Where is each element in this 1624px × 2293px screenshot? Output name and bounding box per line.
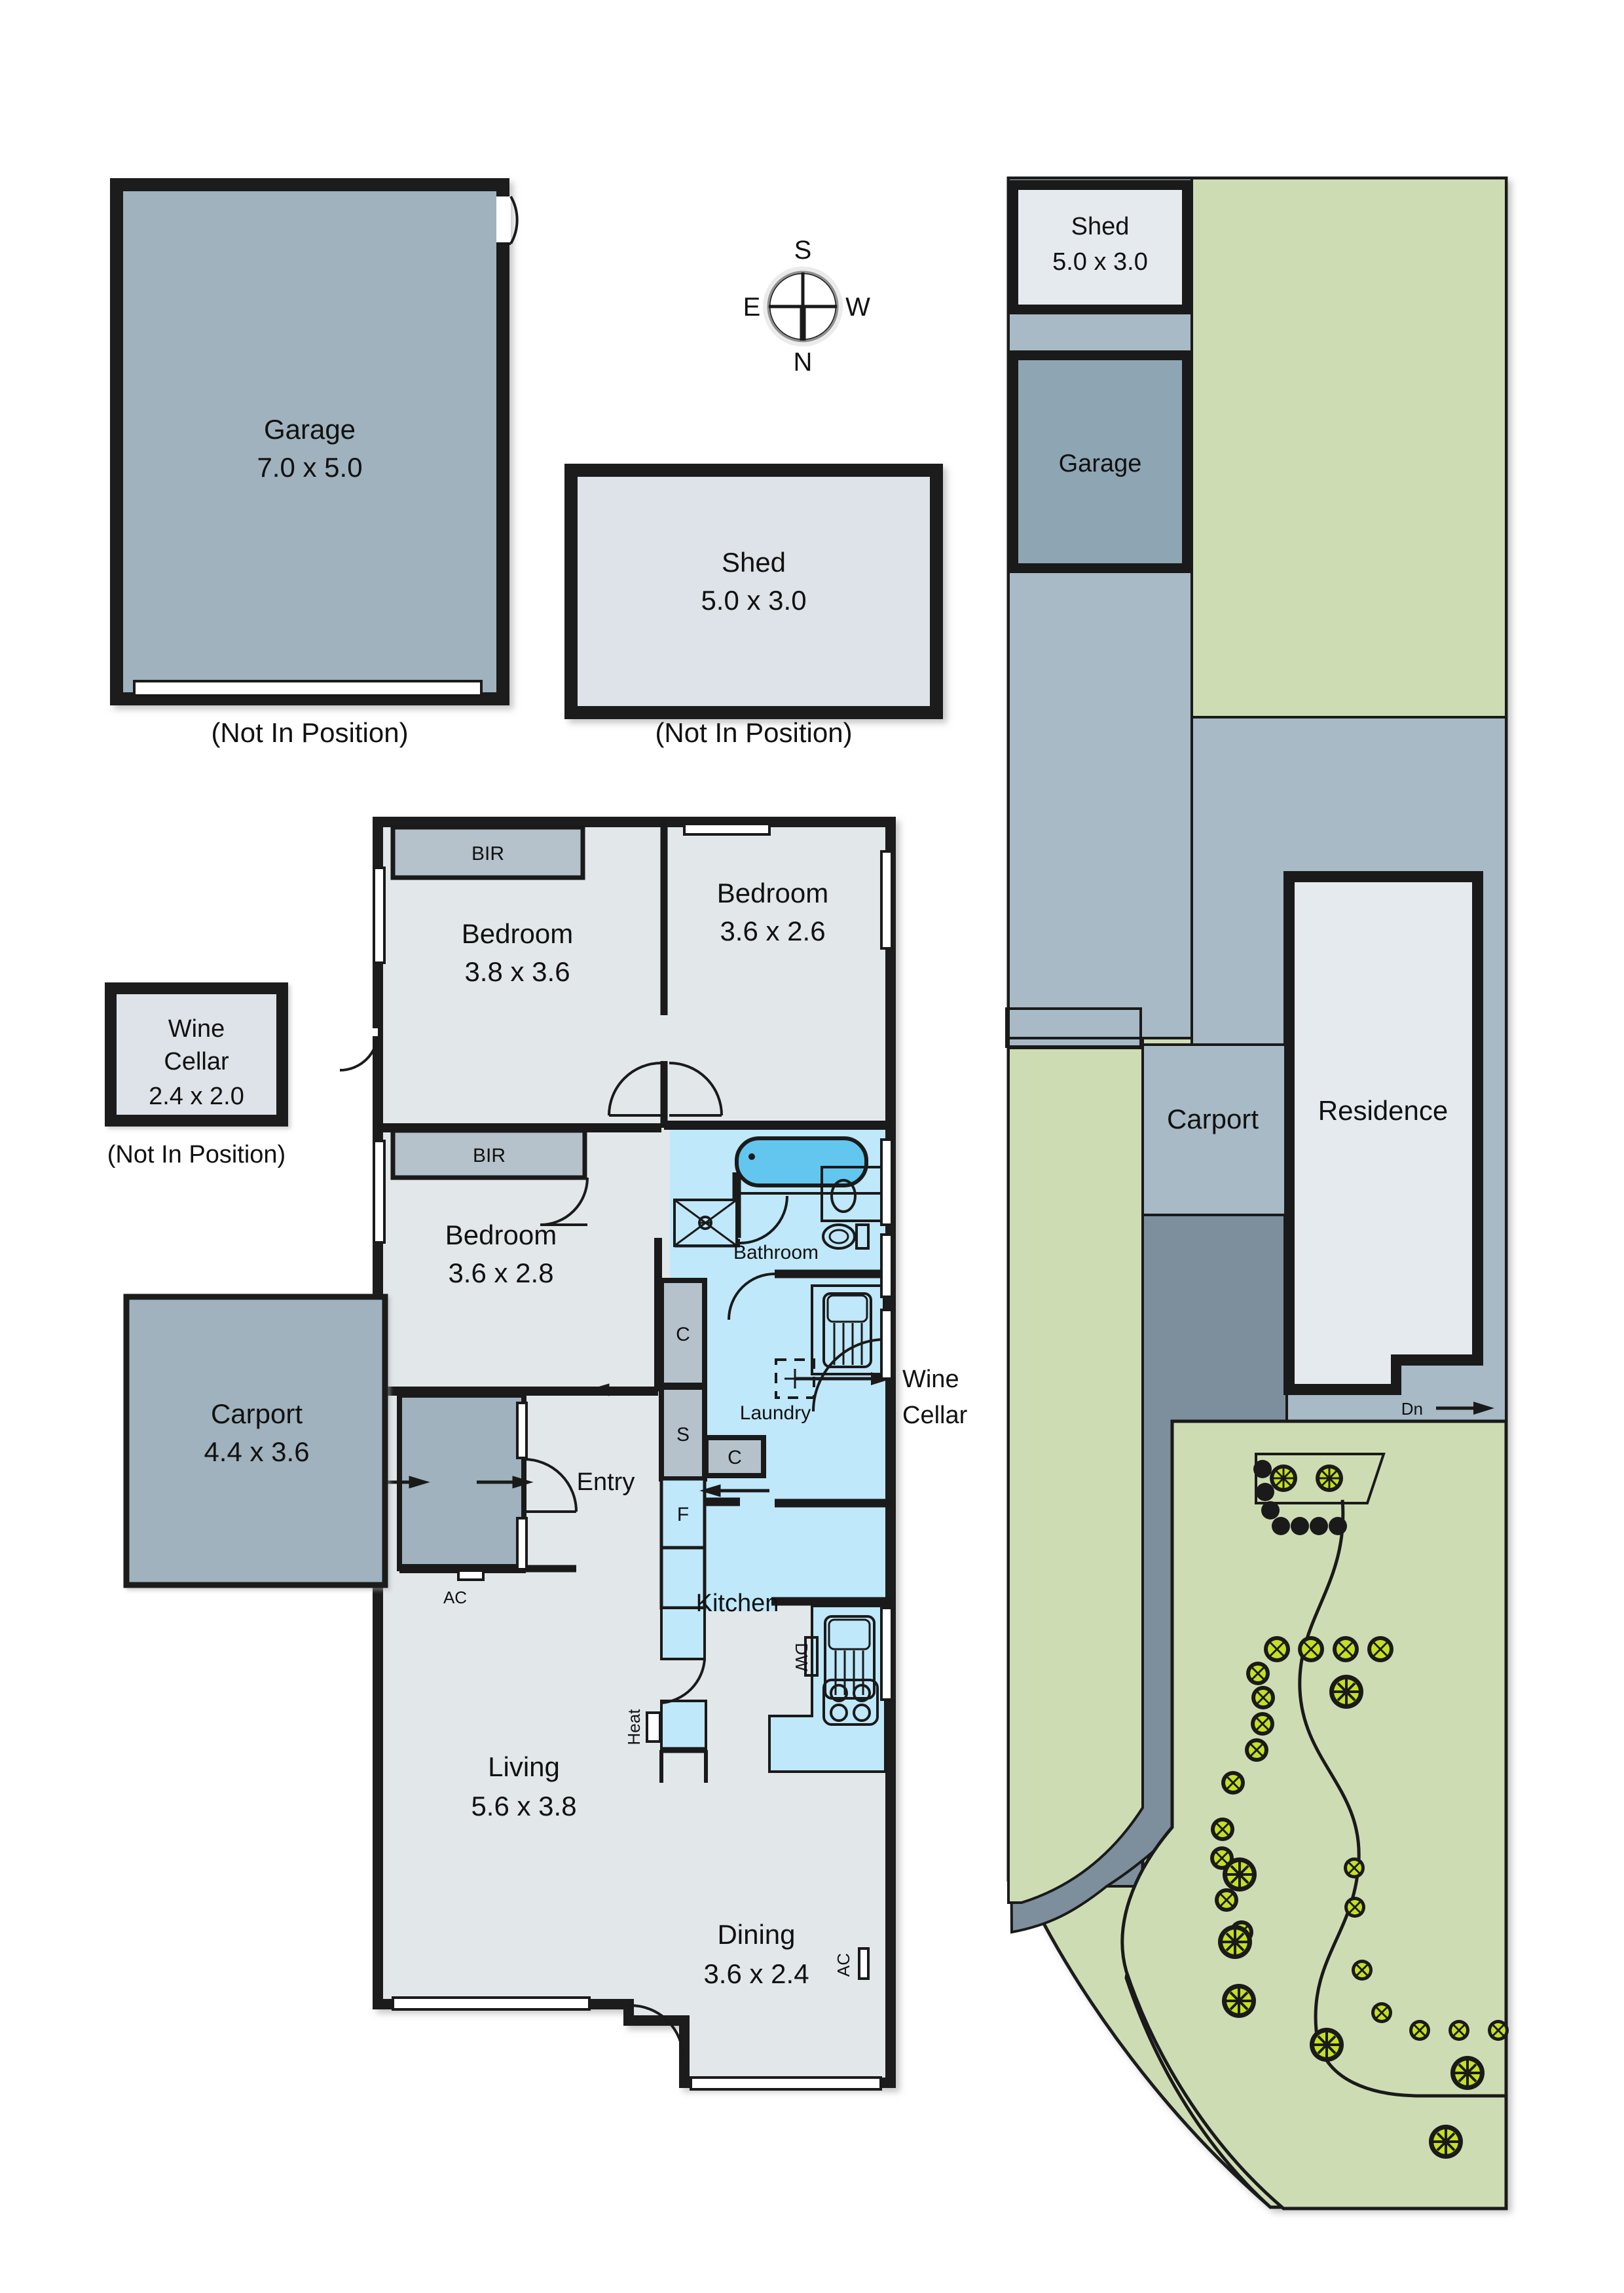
bedroom-3-label: Bedroom [445, 1220, 557, 1250]
bathroom-label: Bathroom [733, 1242, 819, 1263]
bedroom1-hall-door-opening [340, 1028, 378, 1036]
vegetation [1210, 1460, 1509, 2159]
hall-cupboards [659, 1278, 766, 1610]
dining-dimensions: 3.6 x 2.4 [703, 1958, 809, 1989]
detached-shed-block [564, 464, 943, 719]
cupboard-c1-label: C [676, 1324, 690, 1345]
compass-label-bottom: N [794, 348, 813, 377]
compass-label-top: S [794, 236, 812, 265]
laundry-label: Laundry [740, 1402, 811, 1424]
bir-mid-label: BIR [473, 1145, 506, 1166]
bedroom-door-swings [339, 1032, 723, 1226]
bedroom-1-dimensions: 3.8 x 3.6 [464, 956, 570, 987]
cupboard-c1 [659, 1278, 707, 1388]
main-carport-label: Carport [211, 1398, 303, 1429]
site-shed-block [1008, 180, 1192, 314]
detached-wine-cellar-note: (Not In Position) [107, 1141, 286, 1168]
main-plan-windows [373, 823, 893, 2091]
detached-shed-dimensions: 5.0 x 3.0 [701, 585, 806, 616]
compass-label-right: W [845, 293, 870, 322]
compass-label-left: E [743, 293, 761, 322]
kitchen-fixtures [646, 1605, 887, 1783]
entry-window-upper [516, 1402, 528, 1459]
dining-label: Dining [717, 1919, 795, 1950]
toilet-icon [822, 1223, 870, 1250]
entry-label: Entry [577, 1468, 635, 1496]
sink-icon [824, 1615, 876, 1700]
access-arrows [373, 1383, 769, 1497]
washer-icon [822, 1292, 872, 1368]
cupboard-c2 [703, 1435, 766, 1478]
site-carport-name: Carport [1167, 1104, 1259, 1134]
detached-wine-cellar-block [105, 982, 288, 1127]
compass-rose: S N E W [743, 236, 870, 377]
wine-cellar-callout-line2: Cellar [902, 1402, 968, 1429]
site-residence-block [1283, 871, 1483, 1395]
dishwasher-label: DW [792, 1643, 811, 1671]
site-left-lawn [1007, 1047, 1144, 1904]
site-shed-dimensions: 5.0 x 3.0 [1052, 248, 1148, 276]
cooktop-icon [822, 1679, 879, 1726]
garden-bed-upper [1255, 1453, 1386, 1504]
fridge-f [659, 1477, 707, 1550]
fridge-label: F [677, 1504, 689, 1525]
bedroom-2-label: Bedroom [717, 878, 828, 908]
wine-cellar-callout-line1: Wine [902, 1366, 959, 1393]
bedroom-3-dimensions: 3.6 x 2.8 [448, 1258, 553, 1288]
detached-garage-block [110, 178, 509, 705]
garage-roller-door [133, 680, 483, 697]
bathtub-icon [735, 1136, 868, 1187]
site-carport-block [1141, 1043, 1287, 1216]
detached-shed-note: (Not In Position) [655, 717, 852, 748]
heater-vent-icon [646, 1711, 661, 1743]
cupboard-s-label: S [676, 1424, 690, 1445]
kitchen-label: Kitchen [696, 1590, 779, 1617]
detached-shed-name: Shed [722, 547, 786, 578]
bir-top-label: BIR [471, 843, 504, 865]
site-step-outline [1005, 1007, 1142, 1048]
site-garage-block [1008, 350, 1192, 573]
main-carport [123, 1294, 388, 1588]
living-dimensions: 5.6 x 3.8 [471, 1791, 576, 1821]
bedroom-2-floor [670, 827, 885, 1125]
site-paving-left-strip [1007, 177, 1193, 1039]
down-arrow-marker [1436, 1402, 1494, 1415]
ac-entry-icon [457, 1569, 485, 1581]
bathroom-fixtures [673, 1136, 887, 1320]
ac-dining-icon [858, 1947, 870, 1980]
detached-wine-cellar-name-line1: Wine [168, 1015, 225, 1043]
detached-garage-note: (Not In Position) [211, 717, 408, 748]
site-shed-name: Shed [1071, 213, 1130, 240]
entry-window-lower [516, 1517, 528, 1571]
detached-garage-name: Garage [264, 414, 356, 445]
detached-wine-cellar-name-line2: Cellar [164, 1048, 229, 1075]
garage-door-swing [496, 196, 519, 245]
laundry-fixtures [775, 1284, 886, 1412]
site-garage-name: Garage [1059, 450, 1142, 477]
heater-label: Heat [624, 1709, 644, 1745]
site-residence-name: Residence [1318, 1095, 1448, 1126]
ac-dining-label: AC [834, 1953, 853, 1977]
main-carport-dimensions: 4.4 x 3.6 [204, 1436, 309, 1467]
bedroom-2-dimensions: 3.6 x 2.6 [720, 916, 825, 946]
detached-garage-dimensions: 7.0 x 5.0 [257, 452, 362, 483]
cupboard-c2-label: C [728, 1447, 742, 1468]
ac-entry-label: AC [443, 1588, 467, 1607]
down-arrow-label: Dn [1401, 1399, 1423, 1419]
detached-wine-cellar-dimensions: 2.4 x 2.0 [149, 1083, 244, 1110]
living-label: Living [488, 1751, 560, 1782]
site-rear-lawn-final [1120, 1419, 1508, 2210]
heater-cabinet [660, 1700, 707, 1751]
bedroom-1-label: Bedroom [462, 918, 573, 949]
living-dining-door-swing [630, 2004, 684, 2059]
